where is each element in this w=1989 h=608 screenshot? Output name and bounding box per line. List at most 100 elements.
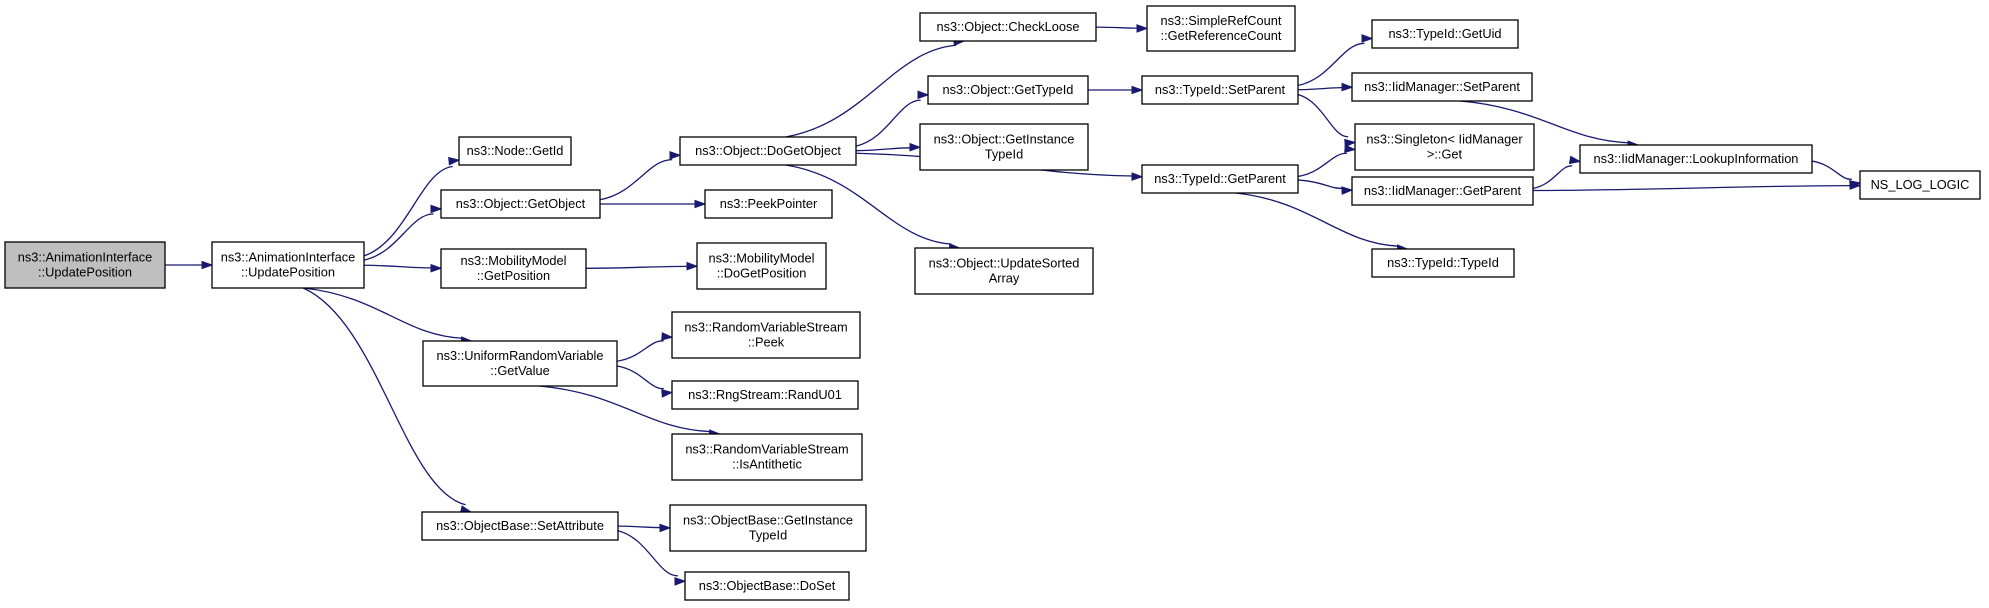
node-label: ns3::Object::GetTypeId bbox=[943, 82, 1074, 97]
node-label: ::IsAntithetic bbox=[732, 457, 802, 472]
node-label: ns3::RandomVariableStream bbox=[685, 442, 848, 457]
node-label: ns3::TypeId::SetParent bbox=[1155, 82, 1286, 97]
node-box bbox=[1146, 5, 1296, 52]
edge-n7-to-n16 bbox=[855, 90, 930, 147]
node-box bbox=[671, 311, 861, 359]
node-ns3-randomvariablestream-peek[interactable]: ns3::RandomVariableStream::Peek bbox=[671, 311, 861, 359]
node-ns3-animationinterface-updateposition[interactable]: ns3::AnimationInterface::UpdatePosition bbox=[4, 241, 166, 289]
node-box bbox=[679, 136, 857, 166]
node-ns3-object-checkloose[interactable]: ns3::Object::CheckLoose bbox=[919, 12, 1097, 42]
edge-n1-to-n2 bbox=[363, 156, 461, 257]
node-box bbox=[1351, 176, 1534, 206]
node-ns3-object-getobject[interactable]: ns3::Object::GetObject bbox=[440, 189, 601, 219]
edge-n1-to-n6 bbox=[302, 287, 473, 514]
edge-n21-to-n25 bbox=[1297, 179, 1354, 195]
node-ns3-uniformrandomvariable-getvalue[interactable]: ns3::UniformRandomVariable::GetValue bbox=[422, 340, 618, 387]
node-label: ns3::TypeId::GetUid bbox=[1388, 26, 1501, 41]
node-ns3-objectbase-doset[interactable]: ns3::ObjectBase::DoSet bbox=[684, 571, 850, 601]
node-ns3-typeid-getuid[interactable]: ns3::TypeId::GetUid bbox=[1371, 19, 1519, 49]
node-ns3-animationinterface-updateposition[interactable]: ns3::AnimationInterface::UpdatePosition bbox=[211, 241, 365, 289]
node-label: ::DoGetPosition bbox=[717, 266, 807, 281]
node-label: Array bbox=[989, 271, 1020, 286]
edge-n6-to-n14 bbox=[617, 530, 687, 586]
node-box bbox=[1351, 72, 1533, 102]
edge-n3-to-n7 bbox=[599, 150, 682, 201]
node-box bbox=[1141, 75, 1299, 105]
node-box bbox=[1371, 248, 1515, 278]
node-ns3-object-gettypeid[interactable]: ns3::Object::GetTypeId bbox=[927, 75, 1089, 105]
node-label: TypeId bbox=[985, 147, 1023, 162]
node-label: >::Get bbox=[1427, 147, 1463, 162]
node-label: ns3::RandomVariableStream bbox=[684, 320, 847, 335]
node-label: ns3::PeekPointer bbox=[720, 196, 818, 211]
node-box bbox=[671, 433, 863, 481]
node-label: NS_LOG_LOGIC bbox=[1871, 177, 1970, 192]
edge-n5-to-n10 bbox=[616, 332, 674, 362]
node-box bbox=[1579, 144, 1813, 174]
node-ns3-iidmanager-lookupinformation[interactable]: ns3::IidManager::LookupInformation bbox=[1579, 144, 1813, 174]
node-ns-log-logic[interactable]: NS_LOG_LOGIC bbox=[1859, 170, 1981, 200]
node-label: ns3::MobilityModel bbox=[709, 251, 815, 266]
node-box bbox=[669, 504, 867, 552]
node-ns3-simplerefcount-getreferencecount[interactable]: ns3::SimpleRefCount::GetReferenceCount bbox=[1146, 5, 1296, 52]
edge-n25-to-n28 bbox=[1532, 181, 1862, 192]
node-box bbox=[211, 241, 365, 289]
node-ns3-node-getid[interactable]: ns3::Node::GetId bbox=[458, 136, 572, 166]
node-label: ns3::SimpleRefCount bbox=[1161, 13, 1282, 28]
node-label: ::GetValue bbox=[490, 363, 550, 378]
node-ns3-typeid-typeid[interactable]: ns3::TypeId::TypeId bbox=[1371, 248, 1515, 278]
node-box bbox=[696, 242, 827, 290]
call-edges bbox=[164, 24, 1862, 586]
node-ns3-objectbase-setattribute[interactable]: ns3::ObjectBase::SetAttribute bbox=[421, 511, 619, 541]
edge-n1-to-n3 bbox=[363, 204, 443, 261]
node-label: ns3::MobilityModel bbox=[461, 253, 567, 268]
node-label: ns3::TypeId::GetParent bbox=[1154, 171, 1286, 186]
node-ns3-randomvariablestream-isantithetic[interactable]: ns3::RandomVariableStream::IsAntithetic bbox=[671, 433, 863, 481]
node-box bbox=[704, 189, 833, 219]
node-ns3-rngstream-randu01[interactable]: ns3::RngStream::RandU01 bbox=[671, 380, 859, 410]
edge-root-to-n1 bbox=[164, 260, 214, 270]
edge-n15-to-n19 bbox=[1095, 24, 1149, 33]
node-label: ns3::Object::GetObject bbox=[456, 196, 586, 211]
node-ns3-iidmanager-getparent[interactable]: ns3::IidManager::GetParent bbox=[1351, 176, 1534, 206]
edge-n16-to-n20 bbox=[1088, 85, 1144, 95]
node-label: ::GetPosition bbox=[477, 268, 550, 283]
node-box bbox=[1371, 19, 1519, 49]
node-ns3-typeid-getparent[interactable]: ns3::TypeId::GetParent bbox=[1141, 164, 1299, 194]
node-ns3-singleton-iidmanager-get[interactable]: ns3::Singleton< IidManager >::Get bbox=[1354, 123, 1535, 171]
node-ns3-typeid-setparent[interactable]: ns3::TypeId::SetParent bbox=[1141, 75, 1299, 105]
edge-n25-to-n27 bbox=[1532, 155, 1582, 190]
edge-n20-to-n24 bbox=[1297, 93, 1357, 148]
node-label: ns3::TypeId::TypeId bbox=[1387, 255, 1499, 270]
node-label: ns3::ObjectBase::DoSet bbox=[699, 578, 836, 593]
node-box bbox=[927, 75, 1089, 105]
edge-n27-to-n28 bbox=[1811, 160, 1862, 189]
node-label: ns3::Object::CheckLoose bbox=[937, 19, 1080, 34]
node-label: ns3::IidManager::SetParent bbox=[1364, 79, 1520, 94]
node-label: ns3::Object::GetInstance bbox=[934, 132, 1075, 147]
edge-n7-to-n17 bbox=[855, 142, 922, 152]
node-box bbox=[914, 247, 1094, 295]
edge-n20-to-n22 bbox=[1297, 34, 1374, 87]
node-label: ns3::Node::GetId bbox=[467, 143, 564, 158]
node-label: ::GetReferenceCount bbox=[1161, 28, 1282, 43]
edge-n6-to-n13 bbox=[617, 523, 672, 533]
node-ns3-mobilitymodel-getposition[interactable]: ns3::MobilityModel::GetPosition bbox=[440, 248, 587, 289]
edge-n1-to-n5 bbox=[303, 287, 473, 345]
node-ns3-mobilitymodel-dogetposition[interactable]: ns3::MobilityModel::DoGetPosition bbox=[696, 242, 827, 290]
node-ns3-iidmanager-setparent[interactable]: ns3::IidManager::SetParent bbox=[1351, 72, 1533, 102]
node-box bbox=[421, 511, 619, 541]
node-label: ::UpdatePosition bbox=[241, 265, 335, 280]
node-ns3-peekpointer[interactable]: ns3::PeekPointer bbox=[704, 189, 833, 219]
node-label: ns3::Object::UpdateSorted bbox=[929, 256, 1080, 271]
node-label: ns3::IidManager::LookupInformation bbox=[1594, 151, 1799, 166]
node-ns3-object-dogetobject[interactable]: ns3::Object::DoGetObject bbox=[679, 136, 857, 166]
node-box bbox=[684, 571, 850, 601]
node-label: ns3::RngStream::RandU01 bbox=[688, 387, 842, 402]
edge-n21-to-n24 bbox=[1297, 144, 1357, 178]
node-label: ns3::AnimationInterface bbox=[18, 250, 152, 265]
